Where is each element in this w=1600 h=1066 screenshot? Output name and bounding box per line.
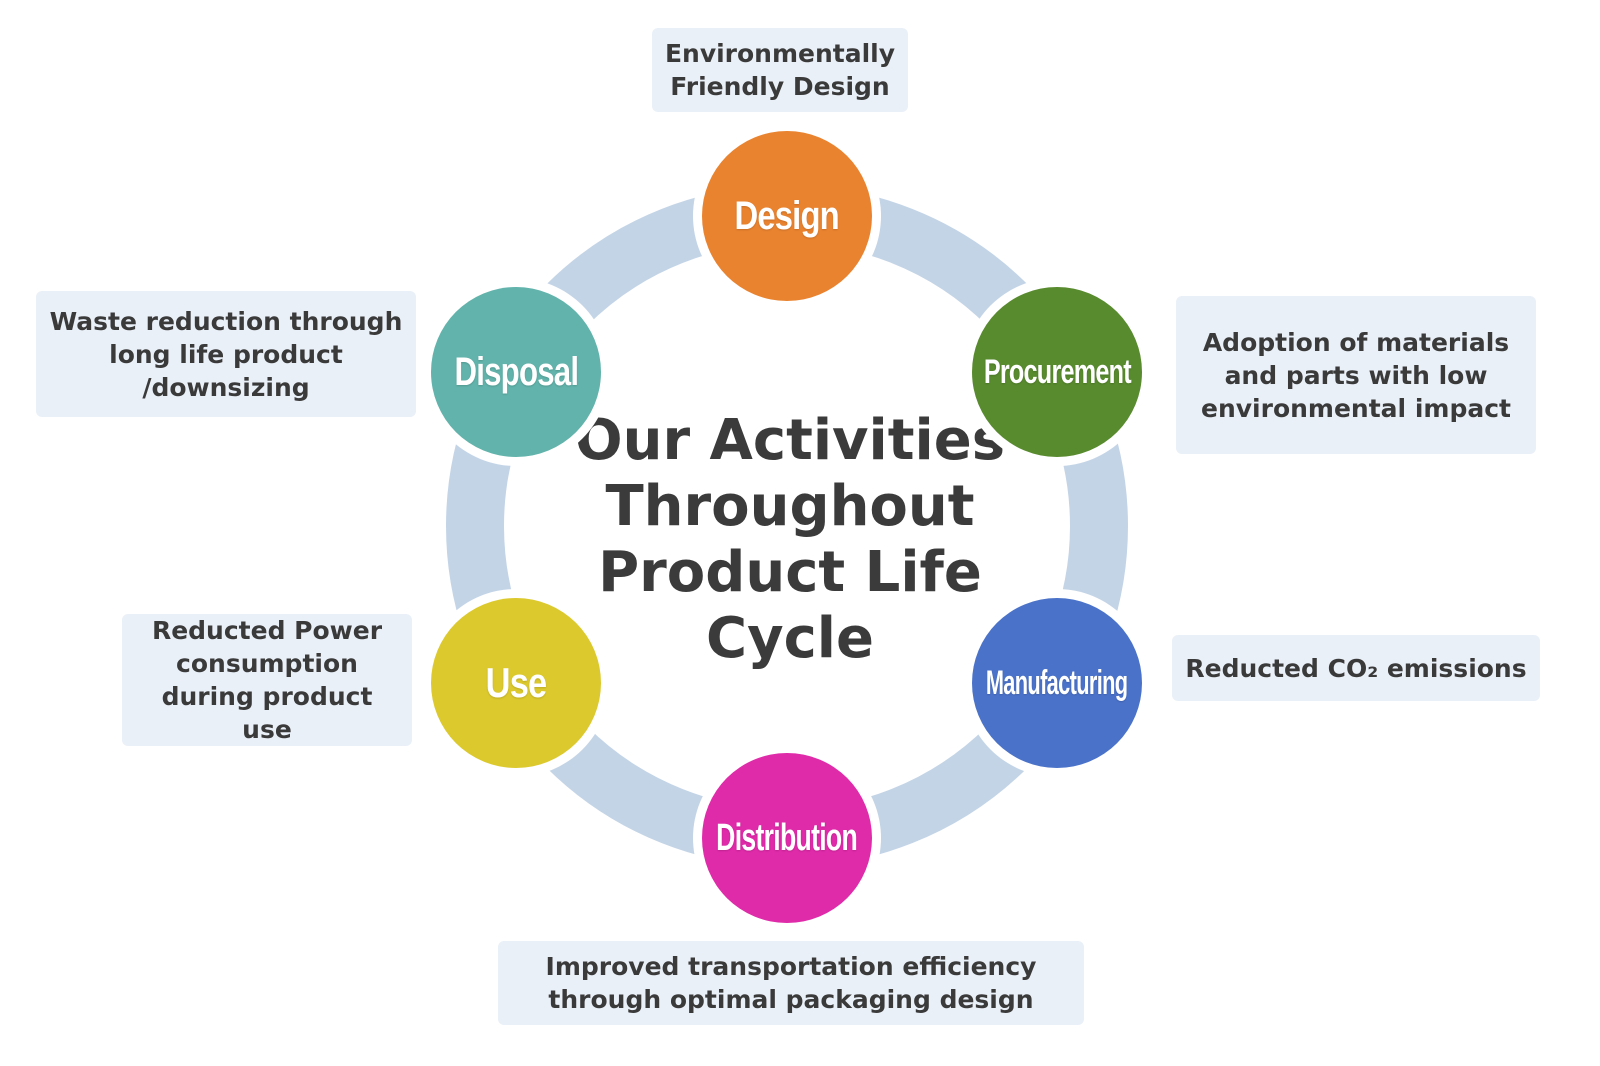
stage-design: Design [702, 131, 872, 301]
note-manufacturing-text: Reducted CO₂ emissions [1185, 653, 1527, 683]
stage-distribution: Distribution [702, 753, 872, 923]
note-disposal: Waste reduction through long life produc… [36, 291, 416, 417]
note-use: Reducted Power consumption during produc… [122, 614, 412, 746]
center-title: Our Activities Throughout Product Life C… [574, 408, 1006, 671]
stage-distribution-label: Distribution [716, 816, 859, 859]
stage-procurement: Procurement [972, 287, 1142, 457]
note-use-text: Reducted Power consumption during produc… [151, 616, 383, 744]
note-procurement-text: Adoption of materials and parts with low… [1201, 327, 1511, 423]
stage-disposal: Disposal [431, 287, 601, 457]
stage-manufacturing-label: Manufacturing [986, 663, 1128, 702]
stage-use: Use [431, 598, 601, 768]
note-distribution-text: Improved transportation efficiency throu… [545, 952, 1037, 1014]
note-manufacturing: Reducted CO₂ emissions [1172, 635, 1540, 701]
stage-manufacturing: Manufacturing [972, 598, 1142, 768]
note-design-text: Environmentally Friendly Design [664, 39, 896, 101]
stage-procurement-label: Procurement [983, 352, 1131, 391]
note-design: Environmentally Friendly Design [652, 28, 908, 112]
stage-disposal-label: Disposal [454, 349, 579, 394]
stage-use-label: Use [485, 659, 548, 706]
note-distribution: Improved transportation efficiency throu… [498, 941, 1084, 1025]
note-disposal-text: Waste reduction through long life produc… [49, 306, 403, 402]
stage-design-label: Design [734, 193, 840, 238]
note-procurement: Adoption of materials and parts with low… [1176, 296, 1536, 454]
